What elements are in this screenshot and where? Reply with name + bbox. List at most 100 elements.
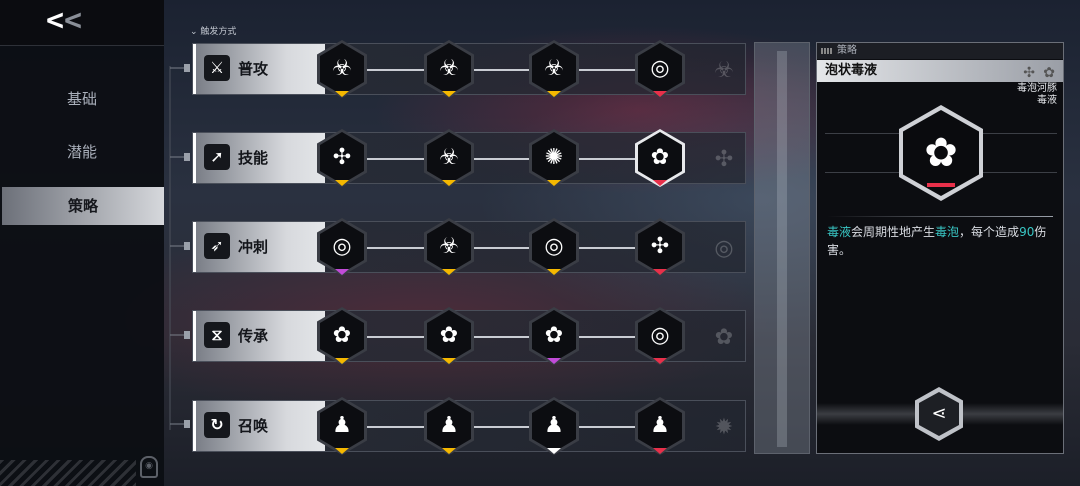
node-rarity-mark — [547, 91, 561, 97]
strategy-name: 泡状毒液 — [825, 63, 878, 78]
strategy-node[interactable]: ✿ — [635, 129, 685, 187]
skill-row: ↻ 召唤 ♟ ♟ ♟ ♟ ✹ — [192, 397, 746, 455]
highlight-term: 90 — [1019, 225, 1035, 239]
circuit-decor-left — [825, 133, 905, 173]
nav-item-potential[interactable]: 潜能 — [0, 133, 164, 171]
row-connector-line — [343, 247, 673, 249]
trigger-section-label: ⌄ 触发方式 — [190, 27, 237, 37]
nav-item-basic[interactable]: 基础 — [0, 80, 164, 118]
strategy-node[interactable]: ☣ — [424, 218, 474, 276]
divider-column — [754, 42, 810, 454]
strategy-category: 毒泡河豚 毒液 — [1017, 83, 1057, 107]
panel-header: 策略 — [817, 43, 1063, 59]
strategy-node[interactable]: ♟ — [635, 397, 685, 455]
strategy-node[interactable]: ◎ — [529, 218, 579, 276]
node-rarity-mark — [653, 448, 667, 454]
node-rarity-mark — [442, 180, 456, 186]
node-rarity-mark — [547, 180, 561, 186]
summon-icon: ↻ — [204, 412, 230, 438]
node-rarity-mark — [335, 448, 349, 454]
trigger-label-text: 触发方式 — [200, 27, 237, 37]
locked-node-icon: ☣ — [714, 58, 734, 83]
row-label: ➶ 冲刺 — [193, 222, 325, 272]
decor-stripes — [0, 460, 136, 486]
panel-title: 策略 — [837, 45, 857, 56]
strategy-node[interactable]: ✣ — [635, 218, 685, 276]
divider-track — [777, 51, 787, 447]
strategy-node[interactable]: ☣ — [529, 40, 579, 98]
strategy-node[interactable]: ☣ — [424, 40, 474, 98]
strategy-node[interactable]: ◎ — [317, 218, 367, 276]
node-rarity-mark — [653, 269, 667, 275]
molecule-icon: ✣ — [320, 132, 364, 184]
row-connector-line — [343, 426, 673, 428]
divider-line — [827, 216, 1053, 217]
row-name: 传承 — [238, 327, 269, 345]
row-name: 召唤 — [238, 417, 269, 435]
skill-row: ➶ 冲刺 ◎ ☣ ◎ ✣ ◎ — [192, 218, 746, 276]
row-name: 冲刺 — [238, 238, 269, 256]
dash-icon: ➶ — [204, 233, 230, 259]
strategy-node[interactable]: ✺ — [529, 129, 579, 187]
strategy-node[interactable]: ♟ — [317, 397, 367, 455]
strategy-node[interactable]: ♟ — [424, 397, 474, 455]
icon-accent-bar — [927, 183, 955, 187]
skill-row: ⚔普攻☣☣☣◎☣ — [192, 40, 746, 98]
nav-item-label: 基础 — [66, 90, 97, 108]
pufferfish-blob-icon: ✿ — [903, 110, 979, 196]
node-rarity-mark — [547, 269, 561, 275]
strategy-node[interactable]: ✣ — [317, 129, 367, 187]
back-button[interactable]: < < — [0, 0, 164, 46]
strategy-name-bar: 泡状毒液 ✣ ✿ — [817, 60, 1063, 82]
strategy-description: 毒液会周期性地产生毒泡，每个造成90伤害。 — [827, 223, 1055, 259]
node-rarity-mark — [335, 358, 349, 364]
back-chevron-icon: < — [64, 3, 83, 38]
share-icon[interactable]: ⋖ — [919, 392, 959, 436]
locked-node-icon: ✹ — [714, 415, 734, 440]
description-text: 伤害。 — [827, 225, 1047, 257]
tree-connector — [169, 64, 190, 430]
description-text: 会周期性地产生 — [851, 225, 936, 239]
category-line: 毒液 — [1037, 95, 1057, 106]
node-rarity-mark — [335, 269, 349, 275]
strategy-node[interactable]: ☣ — [317, 40, 367, 98]
strategy-node[interactable]: ✿ — [317, 307, 367, 365]
locked-node-icon: ✣ — [714, 147, 734, 172]
strategy-detail-panel: 策略 泡状毒液 ✣ ✿ 毒泡河豚 毒液 ✿ 毒液会周期性地产生毒泡，每个造成90… — [816, 42, 1064, 454]
biohazard-icon: ☣ — [427, 43, 471, 95]
circuit-decor-right — [977, 133, 1057, 173]
locked-node-icon: ◎ — [714, 236, 734, 261]
biohazard-icon: ☣ — [320, 43, 364, 95]
strategy-node[interactable]: ♟ — [529, 397, 579, 455]
blob-icon: ✿ — [1043, 65, 1055, 81]
strategy-node[interactable]: ◎ — [635, 40, 685, 98]
dna-icon: ⧖ — [204, 322, 230, 348]
node-rarity-mark — [653, 358, 667, 364]
nav-item-strategy[interactable]: 策略 — [2, 187, 164, 225]
row-connector-line — [343, 158, 673, 160]
crossed-swords-icon: ⚔ — [204, 55, 230, 81]
category-line: 毒泡河豚 — [1017, 83, 1057, 94]
highlight-term: 毒液 — [827, 225, 852, 239]
description-text: ，每个造成 — [959, 225, 1020, 239]
node-rarity-mark — [335, 91, 349, 97]
row-label: ⚔普攻 — [193, 44, 325, 94]
row-label: ➚技能 — [193, 133, 325, 183]
highlight-term: 毒泡 — [935, 225, 960, 239]
node-rarity-mark — [442, 91, 456, 97]
panel-header-dots — [821, 48, 833, 54]
node-rarity-mark — [653, 91, 667, 97]
molecule-icon: ✣ — [1023, 65, 1035, 81]
node-rarity-mark — [653, 180, 667, 186]
row-label: ⧖ 传承 — [193, 311, 325, 361]
skill-row: ➚技能✣☣✺✿✣ — [192, 129, 746, 187]
strategy-node[interactable]: ✿ — [529, 307, 579, 365]
node-rarity-mark — [442, 448, 456, 454]
node-rarity-mark — [442, 358, 456, 364]
strategy-node[interactable]: ◎ — [635, 307, 685, 365]
nav-item-label: 策略 — [67, 197, 98, 215]
strategy-node[interactable]: ☣ — [424, 129, 474, 187]
arrow-up-right-icon: ➚ — [204, 144, 230, 170]
locked-node-icon: ✿ — [714, 325, 734, 350]
strategy-node[interactable]: ✿ — [424, 307, 474, 365]
